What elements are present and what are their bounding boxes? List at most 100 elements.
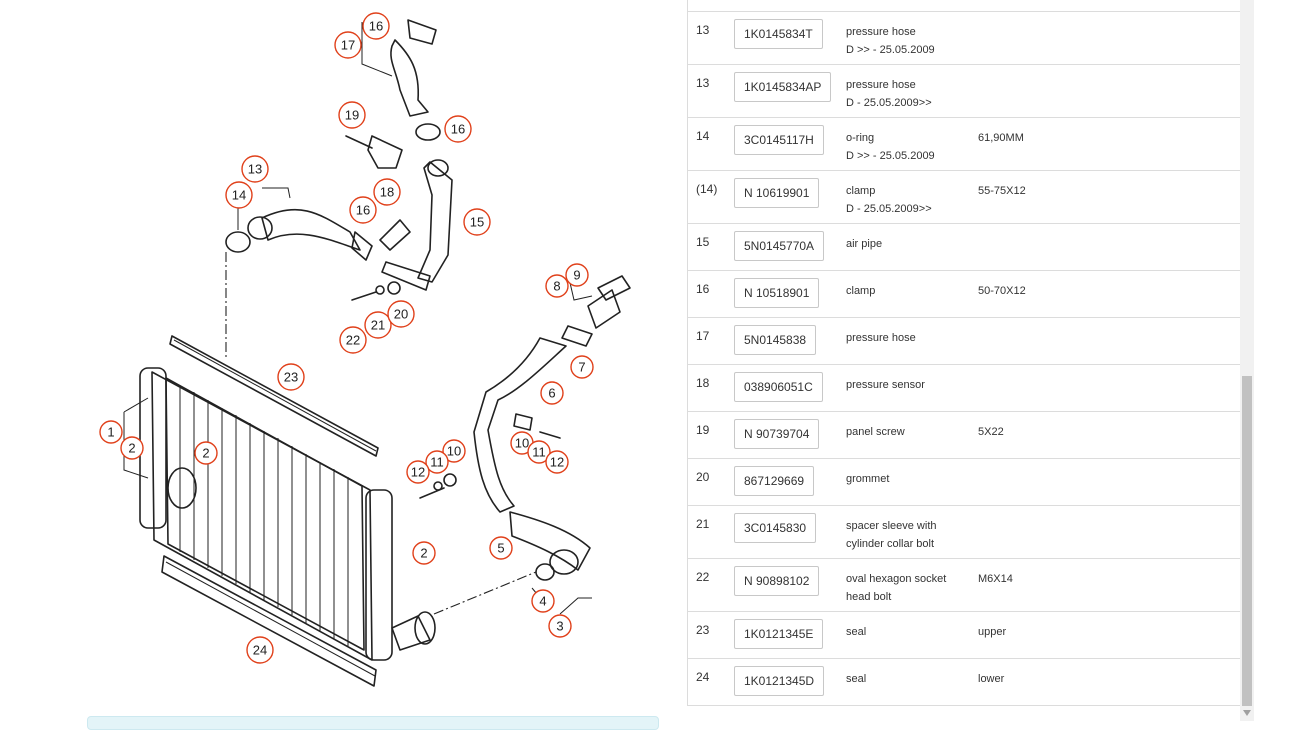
- svg-text:4: 4: [539, 594, 546, 609]
- svg-text:20: 20: [394, 307, 408, 322]
- part-description: seal: [846, 673, 867, 685]
- svg-text:15: 15: [470, 215, 484, 230]
- svg-text:12: 12: [411, 465, 425, 480]
- part-description: pressure hose: [846, 332, 916, 344]
- part-description: pressure hose D - 25.05.2009>>: [846, 79, 932, 109]
- callout-3: 3: [548, 614, 572, 638]
- table-row: 17 5N0145838 pressure hose: [688, 317, 1240, 365]
- position-number: 15: [696, 235, 710, 249]
- svg-text:5: 5: [497, 541, 504, 556]
- callout-23: 23: [277, 363, 305, 391]
- svg-text:1: 1: [107, 425, 114, 440]
- table-row: (14) N 10619901 clamp D - 25.05.2009>> 5…: [688, 170, 1240, 224]
- air-pipe-drawing: [345, 19, 453, 291]
- scrollbar[interactable]: [1240, 0, 1254, 721]
- callout-21: 21: [364, 311, 392, 339]
- svg-text:17: 17: [341, 38, 355, 53]
- parts-table: 13 1K0145834T pressure hose D >> - 25.05…: [687, 0, 1241, 706]
- position-number: 17: [696, 329, 710, 343]
- part-number-button[interactable]: 1K0145834T: [734, 19, 823, 49]
- svg-text:2: 2: [128, 441, 135, 456]
- position-number: 13: [696, 23, 710, 37]
- svg-text:7: 7: [578, 360, 585, 375]
- svg-text:2: 2: [420, 546, 427, 561]
- table-row: 22 N 90898102 oval hexagon socket head b…: [688, 558, 1240, 612]
- part-number-button[interactable]: 1K0145834AP: [734, 72, 832, 102]
- svg-text:16: 16: [369, 19, 383, 34]
- part-number-button[interactable]: N 90739704: [734, 419, 820, 449]
- part-description: grommet: [846, 473, 890, 485]
- part-description: panel screw: [846, 426, 905, 438]
- svg-text:18: 18: [380, 185, 394, 200]
- position-number: 13: [696, 76, 710, 90]
- part-note: upper: [978, 626, 1007, 638]
- part-number-button[interactable]: 5N0145770A: [734, 231, 825, 261]
- callout-2: 2: [412, 541, 436, 565]
- callout-16: 16: [444, 115, 472, 143]
- callout-13: 13: [241, 155, 269, 183]
- scrollbar-thumb[interactable]: [1242, 376, 1252, 706]
- svg-text:8: 8: [553, 279, 560, 294]
- table-row: 20 867129669 grommet: [688, 458, 1240, 506]
- svg-text:24: 24: [253, 643, 267, 658]
- part-number-button[interactable]: 5N0145838: [734, 325, 817, 355]
- part-note: 5X22: [978, 426, 1004, 438]
- callout-12: 12: [545, 450, 569, 474]
- callout-24: 24: [246, 636, 274, 664]
- position-number: (14): [696, 182, 718, 196]
- callout-19: 19: [338, 101, 366, 129]
- part-number-button[interactable]: 1K0121345D: [734, 666, 825, 696]
- callout-6: 6: [540, 381, 564, 405]
- callout-11: 11: [425, 450, 449, 474]
- part-number-button[interactable]: 038906051C: [734, 372, 823, 402]
- position-number: 16: [696, 282, 710, 296]
- svg-text:9: 9: [573, 268, 580, 283]
- position-number: 23: [696, 623, 710, 637]
- callout-7: 7: [570, 355, 594, 379]
- part-number-button[interactable]: N 90898102: [734, 566, 820, 596]
- info-panel: [87, 716, 659, 730]
- callout-12: 12: [406, 460, 430, 484]
- part-number-button[interactable]: N 10518901: [734, 278, 820, 308]
- pressure-hose-right-drawing: [419, 275, 631, 581]
- part-description: clamp D - 25.05.2009>>: [846, 185, 932, 215]
- table-row: 14 3C0145117H o-ring D >> - 25.05.2009 6…: [688, 117, 1240, 171]
- callout-5: 5: [489, 536, 513, 560]
- pressure-hose-left-drawing: [225, 208, 373, 261]
- part-description: clamp: [846, 285, 876, 297]
- position-number: 19: [696, 423, 710, 437]
- table-row: 13 1K0145834AP pressure hose D - 25.05.2…: [688, 64, 1240, 118]
- callout-1: 1: [99, 420, 123, 444]
- callout-2: 2: [194, 441, 218, 465]
- table-row: 23 1K0121345E seal upper: [688, 611, 1240, 659]
- part-number-button[interactable]: 3C0145117H: [734, 125, 824, 155]
- svg-text:22: 22: [346, 333, 360, 348]
- scroll-down-arrow-icon[interactable]: [1243, 710, 1251, 716]
- part-number-button[interactable]: 867129669: [734, 466, 815, 496]
- fasteners-drawing: [351, 281, 401, 301]
- svg-text:14: 14: [232, 188, 246, 203]
- part-description: o-ring D >> - 25.05.2009: [846, 132, 935, 162]
- part-note: 50-70X12: [978, 285, 1026, 297]
- part-note: lower: [978, 673, 1005, 685]
- callout-10: 10: [510, 431, 534, 455]
- position-number: 22: [696, 570, 710, 584]
- part-description: air pipe: [846, 238, 883, 250]
- table-row: 15 5N0145770A air pipe: [688, 223, 1240, 271]
- part-note: 61,90MM: [978, 132, 1024, 144]
- svg-text:6: 6: [548, 386, 555, 401]
- seal-lower-drawing: [161, 555, 377, 687]
- seal-upper-drawing: [169, 335, 379, 457]
- callout-16: 16: [349, 196, 377, 224]
- svg-text:3: 3: [556, 619, 563, 634]
- svg-text:13: 13: [248, 162, 262, 177]
- part-number-button[interactable]: N 10619901: [734, 178, 820, 208]
- part-number-button[interactable]: 3C0145830: [734, 513, 817, 543]
- position-number: 18: [696, 376, 710, 390]
- table-row: 16 N 10518901 clamp 50-70X12: [688, 270, 1240, 318]
- callout-14: 14: [225, 181, 253, 209]
- svg-text:16: 16: [451, 122, 465, 137]
- part-number-button[interactable]: 1K0121345E: [734, 619, 824, 649]
- svg-text:11: 11: [430, 455, 444, 470]
- svg-text:12: 12: [550, 455, 564, 470]
